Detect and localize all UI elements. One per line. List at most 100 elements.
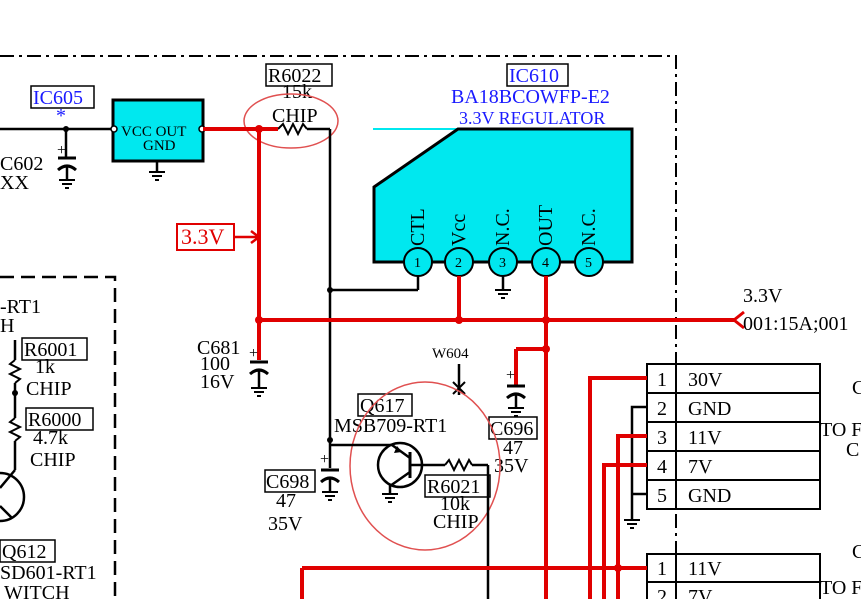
wire-node — [12, 390, 18, 396]
rail-ref: 001:15A;001 — [743, 313, 849, 335]
connector-a-pin-num: 1 — [657, 369, 667, 391]
ic610-desc: 3.3V REGULATOR — [459, 108, 605, 128]
r6022-value: 15k — [282, 81, 312, 103]
connector-a-pin-num: 4 — [657, 456, 667, 478]
r6001-ref: R6001 — [24, 339, 77, 361]
ground-icon — [59, 179, 75, 189]
ic605-pins-label: VCC OUT — [121, 124, 186, 140]
r6022-highlight-circle — [243, 93, 339, 149]
c698-voltage: 35V — [268, 513, 303, 535]
ic610-pin-3: 3 N.C. — [488, 208, 518, 277]
q617-arrow — [394, 446, 402, 453]
connector-a-pin-label: 11V — [688, 427, 722, 449]
q617-emitter — [330, 443, 411, 460]
pin-number: 1 — [414, 256, 421, 271]
connector-b-pin-num: 2 — [657, 586, 667, 599]
ic610-pin-2: 2 Vcc — [444, 214, 474, 277]
q617-ref-box — [357, 393, 413, 417]
connector-b-pin-label: 7V — [688, 586, 713, 599]
q612-part: SD601-RT1 — [0, 562, 97, 584]
ic605-mark: * — [56, 105, 66, 127]
pin-name: N.C. — [578, 208, 600, 246]
c681-voltage: 16V — [200, 371, 235, 393]
c698-polarity: + — [320, 451, 329, 468]
ic605-pin-in — [110, 125, 118, 133]
ground-icon — [382, 493, 398, 503]
ic610-body — [372, 127, 634, 264]
wire-gnd-bus — [630, 405, 647, 520]
q612-ref: Q612 — [2, 541, 46, 563]
c681-polarity: + — [249, 345, 258, 362]
connector-a-pin-num: 5 — [657, 485, 667, 507]
connector-a-pin-label: 7V — [688, 456, 713, 478]
c681-ref: C681 — [197, 337, 240, 359]
q617-collector — [388, 470, 411, 494]
c696-voltage: 35V — [494, 455, 529, 477]
r6000-resistor-symbol — [7, 417, 23, 442]
r6021-ref: R6021 — [427, 476, 480, 498]
ic605-gnd-label: GND — [143, 138, 176, 154]
w604-x-mark — [452, 381, 466, 395]
r6022-type: CHIP — [272, 105, 318, 127]
rail-arrow — [731, 310, 745, 330]
q617-highlight-circle — [349, 381, 501, 551]
left-rt1: -RT1 — [0, 296, 41, 318]
r6022-ref-box — [265, 63, 333, 87]
ic610-ref: IC610 — [509, 65, 559, 87]
ic610-pin-4: 4 OUT — [531, 205, 561, 277]
c602-polarity: + — [57, 142, 66, 159]
r6000-type: CHIP — [30, 449, 76, 471]
ic610-pin-5: 5 N.C. — [574, 208, 604, 277]
rail-net-label: 3.3V — [743, 285, 783, 307]
right-partial-to-f: TO F — [820, 419, 861, 441]
r6000-ref-box — [25, 407, 94, 431]
ground-icon — [251, 387, 267, 397]
c696-ref-box — [488, 416, 538, 440]
rail-label: 3.3V — [181, 224, 225, 249]
ground-icon — [495, 289, 511, 299]
right-partial-c3: C — [852, 541, 861, 563]
c698-ref-box — [264, 469, 316, 493]
connector-b-pin-label: 11V — [688, 558, 722, 580]
ground-icon — [624, 519, 640, 529]
r6000-value: 4.7k — [33, 427, 68, 449]
q617-part: MSB709-RT1 — [334, 415, 447, 437]
r6021-resistor-symbol — [444, 457, 473, 473]
r6000-ref: R6000 — [28, 409, 81, 431]
pin-name: Vcc — [448, 214, 470, 246]
ic610-ref-box — [506, 63, 569, 87]
pin-number: 4 — [542, 256, 549, 271]
pin-circle — [403, 247, 433, 277]
pin-circle — [574, 247, 604, 277]
wire-11v — [616, 434, 647, 599]
c681-value: 100 — [200, 353, 230, 375]
c698-ref: C698 — [266, 471, 309, 493]
wire-30v — [588, 376, 647, 599]
pin-name: N.C. — [492, 208, 514, 246]
connector-b-label-col — [675, 553, 821, 599]
r6022-resistor-symbol — [277, 121, 308, 137]
connector-a-pin-label: GND — [688, 485, 731, 507]
ic610-part: BA18BCOWFP-E2 — [451, 86, 610, 108]
r6001-value: 1k — [35, 356, 55, 378]
right-partial-c2: C — [846, 439, 859, 461]
connector-a-label-col — [675, 363, 821, 510]
ic605-ref: IC605 — [33, 87, 83, 109]
ic610-pin-1: 1 CTL — [403, 208, 433, 277]
right-partial-c1: C — [852, 377, 861, 399]
board-outline-left-block — [0, 275, 117, 599]
c602-value: XX — [0, 172, 29, 194]
ic605-ref-box — [30, 85, 95, 109]
wire-7v — [602, 463, 647, 599]
connector-b: 1 11V 2 7V — [646, 553, 821, 599]
ground-icon — [149, 171, 165, 181]
pin-number: 3 — [499, 256, 506, 271]
q612-lead — [0, 469, 16, 519]
q617-ref: Q617 — [360, 395, 404, 417]
c696-polarity: + — [506, 367, 515, 384]
pin-name: CTL — [407, 208, 429, 246]
r6021-ref-box — [424, 474, 491, 498]
connector-a-pin-label: GND — [688, 398, 731, 420]
wire-node-red — [542, 345, 550, 353]
